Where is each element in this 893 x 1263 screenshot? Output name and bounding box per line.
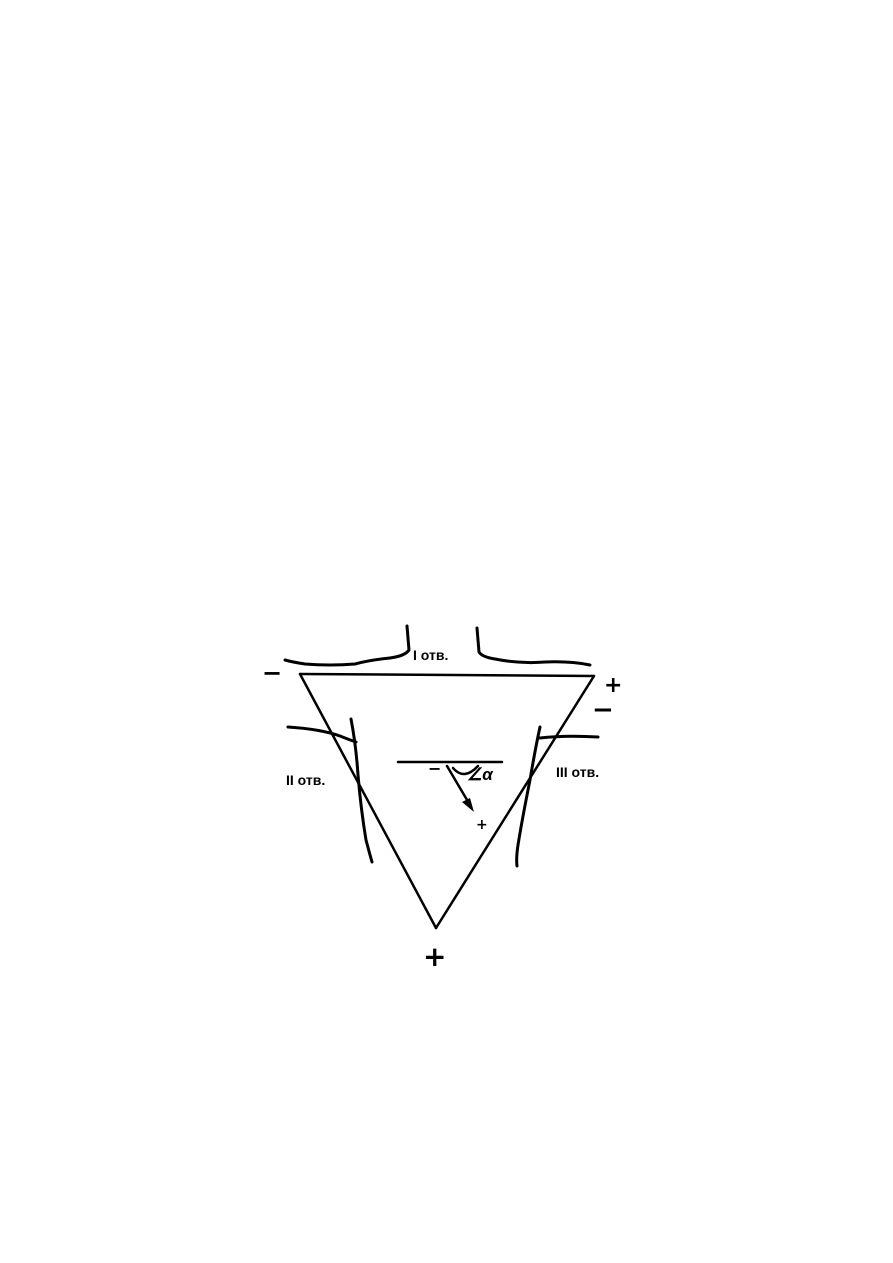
polarity-top-right-minus: − bbox=[592, 695, 614, 725]
polarity-bottom: + bbox=[423, 940, 446, 973]
lead-2-side bbox=[298, 672, 438, 930]
neck-right-line bbox=[475, 626, 497, 661]
axis-vector-line bbox=[445, 764, 472, 807]
lead-2-label: II отв. bbox=[286, 772, 325, 788]
polarity-top-left: − bbox=[262, 659, 282, 687]
shoulder-right-line bbox=[493, 657, 592, 667]
neck-left-line bbox=[388, 624, 411, 660]
electrical-axis: − + ∠α bbox=[396, 759, 504, 833]
shoulder-left-line bbox=[283, 656, 392, 667]
right-torso-contour bbox=[349, 717, 374, 864]
polarity-top-right-plus: + bbox=[604, 673, 622, 698]
angle-arc bbox=[451, 764, 480, 776]
einthoven-triangle bbox=[298, 672, 596, 930]
torso-outline bbox=[283, 624, 600, 868]
axis-end-sign: + bbox=[476, 817, 488, 833]
angle-alpha-label: ∠α bbox=[467, 765, 494, 784]
left-arm-line bbox=[538, 734, 600, 740]
right-arm-line bbox=[286, 725, 358, 744]
axis-origin-sign: − bbox=[428, 759, 441, 778]
lead-1-side bbox=[298, 672, 596, 678]
lead-3-label: III отв. bbox=[556, 764, 599, 780]
lead-3-side bbox=[434, 674, 596, 930]
left-torso-contour bbox=[515, 725, 542, 868]
axis-arrowhead bbox=[462, 798, 474, 812]
lead-1-label: I отв. bbox=[413, 647, 448, 663]
